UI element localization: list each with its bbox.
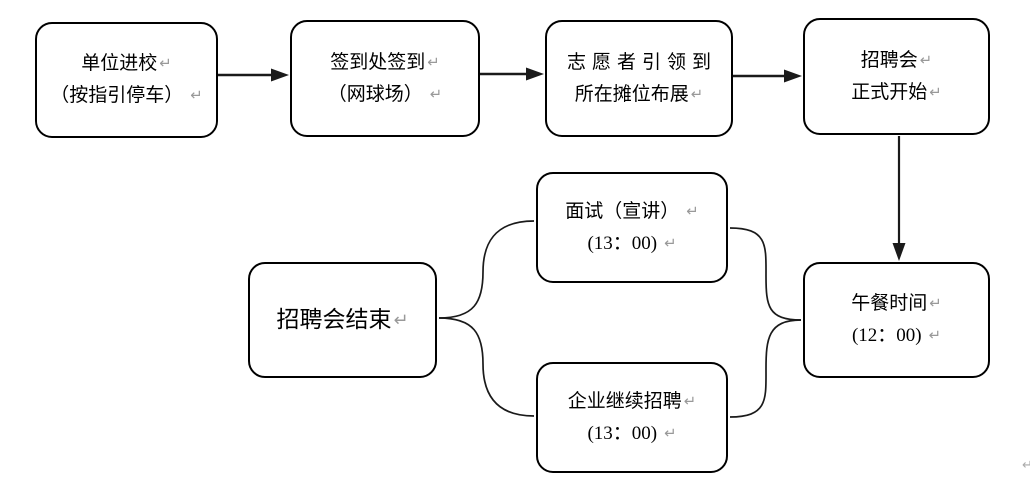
curve-lunch-to-continue bbox=[729, 319, 802, 418]
arrow-volunteer-to-start bbox=[733, 69, 802, 83]
node-jobfair-end: 招聘会结束↵ bbox=[248, 262, 437, 378]
node-text: （按指引停车） bbox=[50, 85, 184, 106]
return-mark-icon: ↵ bbox=[664, 234, 677, 252]
return-mark-icon: ↵ bbox=[929, 83, 942, 101]
return-mark-icon: ↵ bbox=[929, 295, 942, 312]
node-text: 招聘会结束 bbox=[276, 306, 392, 332]
node-text: 招聘会 bbox=[860, 49, 918, 71]
node-text: 单位进校 bbox=[81, 53, 158, 74]
arrow-signin-to-volunteer bbox=[480, 67, 544, 81]
node-text: (12：00) bbox=[851, 325, 922, 346]
return-mark-icon: ↵ bbox=[683, 392, 697, 410]
return-mark-icon: ↵ bbox=[919, 51, 933, 69]
arrow-start-to-lunch bbox=[892, 136, 906, 261]
node-text: 午餐时间 bbox=[851, 293, 928, 314]
node-company-continue-recruiting: 企业继续招聘↵ (13：00)↵ bbox=[536, 362, 728, 473]
return-mark-icon: ↵ bbox=[928, 327, 942, 344]
return-mark-icon: ↵ bbox=[690, 85, 704, 103]
node-interview-presentation: 面试（宣讲） ↵ (13：00) ↵ bbox=[536, 172, 728, 283]
page-edge-return-mark-icon: ↵ bbox=[1022, 458, 1030, 473]
node-volunteer-guide-booth: 志愿者引领到 所在摊位布展↵ bbox=[545, 20, 733, 137]
node-unit-enter-campus: 单位进校↵ （按指引停车）↵ bbox=[35, 22, 218, 138]
arrow-enter-to-signin bbox=[218, 68, 289, 82]
return-mark-icon: ↵ bbox=[429, 85, 443, 103]
curve-lunch-to-interview bbox=[729, 227, 802, 321]
node-text: 签到处签到 bbox=[330, 51, 426, 73]
curve-continue-to-end bbox=[438, 317, 535, 417]
node-text: 正式开始 bbox=[851, 81, 928, 103]
node-signin-tennis-court: 签到处签到↵ （网球场）↵ bbox=[290, 20, 480, 137]
return-mark-icon: ↵ bbox=[393, 309, 409, 331]
node-text: 所在摊位布展 bbox=[574, 83, 689, 105]
return-mark-icon: ↵ bbox=[664, 424, 677, 442]
node-text: （网球场） bbox=[327, 83, 423, 105]
node-text: 面试（宣讲） bbox=[565, 200, 680, 222]
node-text: (13：00) bbox=[587, 422, 658, 444]
return-mark-icon: ↵ bbox=[190, 87, 203, 104]
node-jobfair-start: 招聘会↵ 正式开始↵ bbox=[803, 18, 990, 135]
return-mark-icon: ↵ bbox=[427, 53, 440, 71]
node-text: (13：00) bbox=[587, 232, 658, 254]
node-lunch-time: 午餐时间↵ (12：00) ↵ bbox=[803, 262, 990, 378]
curve-interview-to-end bbox=[438, 220, 535, 319]
node-text: 志愿者引领到 bbox=[566, 51, 717, 73]
return-mark-icon: ↵ bbox=[159, 55, 172, 72]
node-text: 企业继续招聘 bbox=[567, 390, 682, 412]
return-mark-icon: ↵ bbox=[686, 202, 699, 220]
